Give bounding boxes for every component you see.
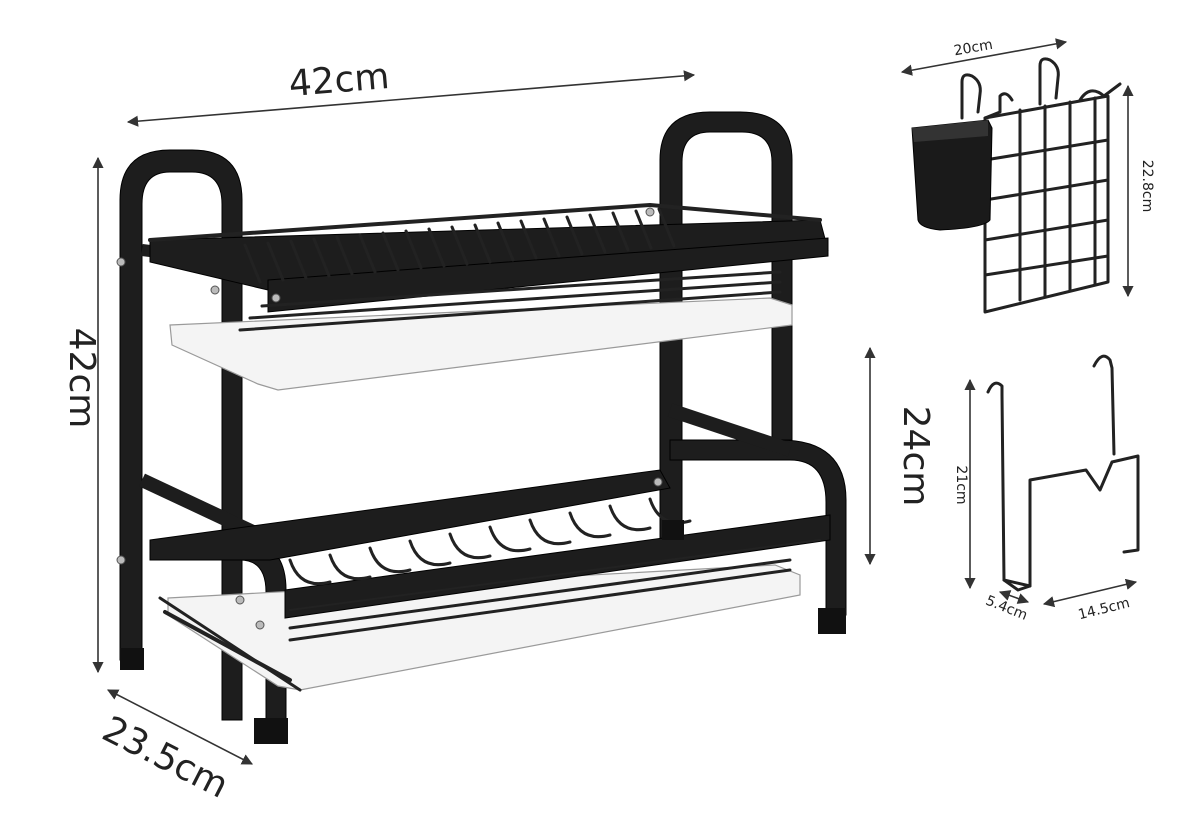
upper-tier-wires	[148, 203, 822, 332]
foot-back-right	[818, 608, 846, 634]
screws	[116, 207, 663, 630]
rack-width-label: 42cm	[287, 56, 391, 105]
cutting-board-holder	[986, 354, 1140, 592]
rack-depth-label: 23.5cm	[96, 709, 235, 807]
basket-height-dimension: 22.8cm	[1122, 84, 1155, 298]
utensil-cup	[911, 119, 993, 231]
holder-wire-front	[986, 381, 1140, 588]
lower-tier-wires	[158, 497, 821, 692]
basket-height-label: 22.8cm	[1139, 160, 1155, 213]
utensil-cup-rim	[912, 120, 988, 142]
holder-width-label: 14.5cm	[1077, 595, 1132, 623]
tier-gap-dimension: 24cm	[864, 346, 936, 566]
basket-width-label: 20cm	[953, 37, 994, 60]
basket-width-dimension: 20cm	[900, 37, 1068, 76]
holder-height-dimension: 21cm	[953, 378, 976, 590]
right-side-bar	[667, 403, 793, 457]
basket-hook-right	[1038, 57, 1060, 106]
dish-rack	[116, 111, 847, 744]
rack-height-dimension: 42cm	[61, 156, 104, 674]
foot-front-right	[254, 718, 288, 744]
holder-base	[1002, 578, 1032, 592]
rack-height-label: 42cm	[61, 328, 102, 429]
basket-hook-left	[960, 73, 982, 120]
utensil-basket	[911, 57, 1122, 314]
holder-depth-dimension: 5.4cm	[983, 590, 1030, 624]
wire-basket	[983, 82, 1122, 314]
tier-gap-label: 24cm	[895, 406, 936, 507]
foot-back-left	[662, 520, 684, 540]
foot-front-left	[120, 648, 144, 670]
holder-hook-back	[1092, 354, 1116, 456]
rack-width-dimension: 42cm	[126, 56, 696, 127]
upper-tier-front-rail	[267, 237, 829, 313]
holder-height-label: 21cm	[953, 465, 969, 504]
holder-width-dimension: 14.5cm	[1042, 578, 1138, 623]
front-left-handle	[119, 149, 243, 721]
lower-tier-back-rail	[149, 469, 671, 561]
upper-drip-tray	[169, 297, 793, 391]
holder-depth-label: 5.4cm	[983, 593, 1029, 624]
